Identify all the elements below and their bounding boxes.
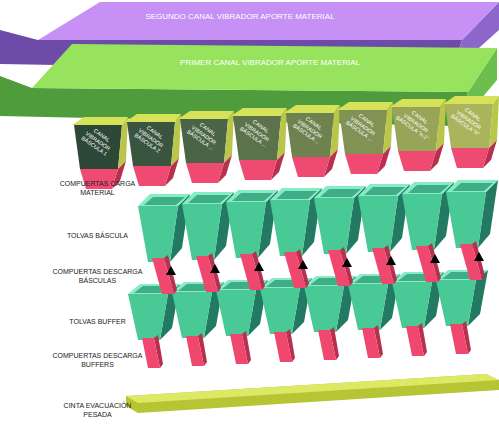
- discharge-gate: [450, 321, 471, 354]
- shape-face: [186, 163, 224, 183]
- weigh-hoppers: [138, 180, 498, 262]
- shape-face: [489, 96, 499, 148]
- shape-face: [451, 148, 489, 168]
- discharge-gate: [318, 327, 339, 360]
- triangle-marker: [386, 256, 396, 265]
- band-label: PRIMER CANAL VIBRADOR APORTE MATERIAL: [160, 58, 380, 68]
- shape-face: [133, 166, 171, 186]
- weigh-chute: CANAL VIBRADOR BÁSCULA "n": [443, 96, 499, 172]
- shape-face: [171, 114, 181, 166]
- discharge-gate: [284, 249, 309, 288]
- gate-markers: [166, 252, 484, 275]
- weigh-chute: CANAL VIBRADOR BÁSCULA ...: [178, 111, 234, 187]
- triangle-marker: [210, 264, 220, 273]
- shape-face: [383, 102, 393, 154]
- discharge-gate: [142, 335, 163, 368]
- shape-face: [277, 108, 287, 160]
- belt-top: [126, 374, 499, 403]
- buffer-discharge-gates: [142, 321, 471, 368]
- shape-face: [72, 117, 128, 125]
- weigh-chute: CANAL VIBRADOR BÁSCULA 2: [125, 114, 181, 190]
- level-label: CINTA EVACUACIÓN PESADA: [50, 402, 145, 420]
- shape-face: [284, 105, 340, 113]
- discharge-gate: [362, 325, 383, 358]
- shape-face: [337, 102, 393, 110]
- weigh-chute: CANAL VIBRADOR BÁSCULA ...: [284, 105, 340, 181]
- level-label: COMPUERTAS DESCARGA BÁSCULAS: [50, 268, 145, 286]
- level-label: COMPUERTAS DESCARGA BUFFERS: [50, 352, 145, 370]
- shape-face: [32, 44, 497, 92]
- shape-face: [330, 105, 340, 157]
- discharge-gate: [196, 253, 221, 292]
- belt-body: [126, 374, 499, 413]
- triangle-marker: [430, 254, 440, 263]
- level-label: TOLVAS BUFFER: [50, 318, 145, 327]
- shape-face: [125, 114, 181, 122]
- discharge-gate: [460, 241, 485, 280]
- discharge-gate: [240, 251, 265, 290]
- shape-face: [178, 111, 234, 119]
- shape-face: [239, 160, 277, 180]
- conveyor-belt: [126, 374, 499, 413]
- discharge-gate: [274, 329, 295, 362]
- discharge-gate: [328, 247, 353, 286]
- shape-face: [398, 151, 436, 171]
- triangle-marker: [254, 262, 264, 271]
- discharge-gate: [416, 243, 441, 282]
- shape-face: [345, 154, 383, 174]
- shape-face: [390, 99, 446, 107]
- shape-face: [436, 99, 446, 151]
- triangle-marker: [298, 260, 308, 269]
- weigh-chute: CANAL VIBRADOR BÁSCULA ...: [231, 108, 287, 184]
- shape-face: [231, 108, 287, 116]
- discharge-gate: [230, 331, 251, 364]
- level-label: COMPUERTAS CARGA MATERIAL: [50, 180, 145, 198]
- weigh-discharge-gates: [152, 241, 485, 294]
- discharge-gate: [186, 333, 207, 366]
- weigh-hopper: [446, 180, 498, 248]
- shape-face: [118, 117, 128, 169]
- triangle-marker: [342, 258, 352, 267]
- discharge-gate: [152, 255, 177, 294]
- band-label: SEGUNDO CANAL VIBRADOR APORTE MATERIAL: [130, 12, 350, 22]
- triangle-marker: [474, 252, 484, 261]
- discharge-gate: [406, 323, 427, 356]
- weigh-chute: CANAL VIBRADOR BÁSCULA ...: [337, 102, 393, 178]
- weigh-chute: CANAL VIBRADOR BÁSCULA "n-1": [390, 99, 446, 175]
- level-label: TOLVAS BÁSCULA: [50, 232, 145, 241]
- shape-face: [38, 2, 499, 40]
- triangle-marker: [166, 266, 176, 275]
- shape-face: [443, 96, 499, 104]
- shape-face: [224, 111, 234, 163]
- shape-face: [292, 157, 330, 177]
- discharge-gate: [372, 245, 397, 284]
